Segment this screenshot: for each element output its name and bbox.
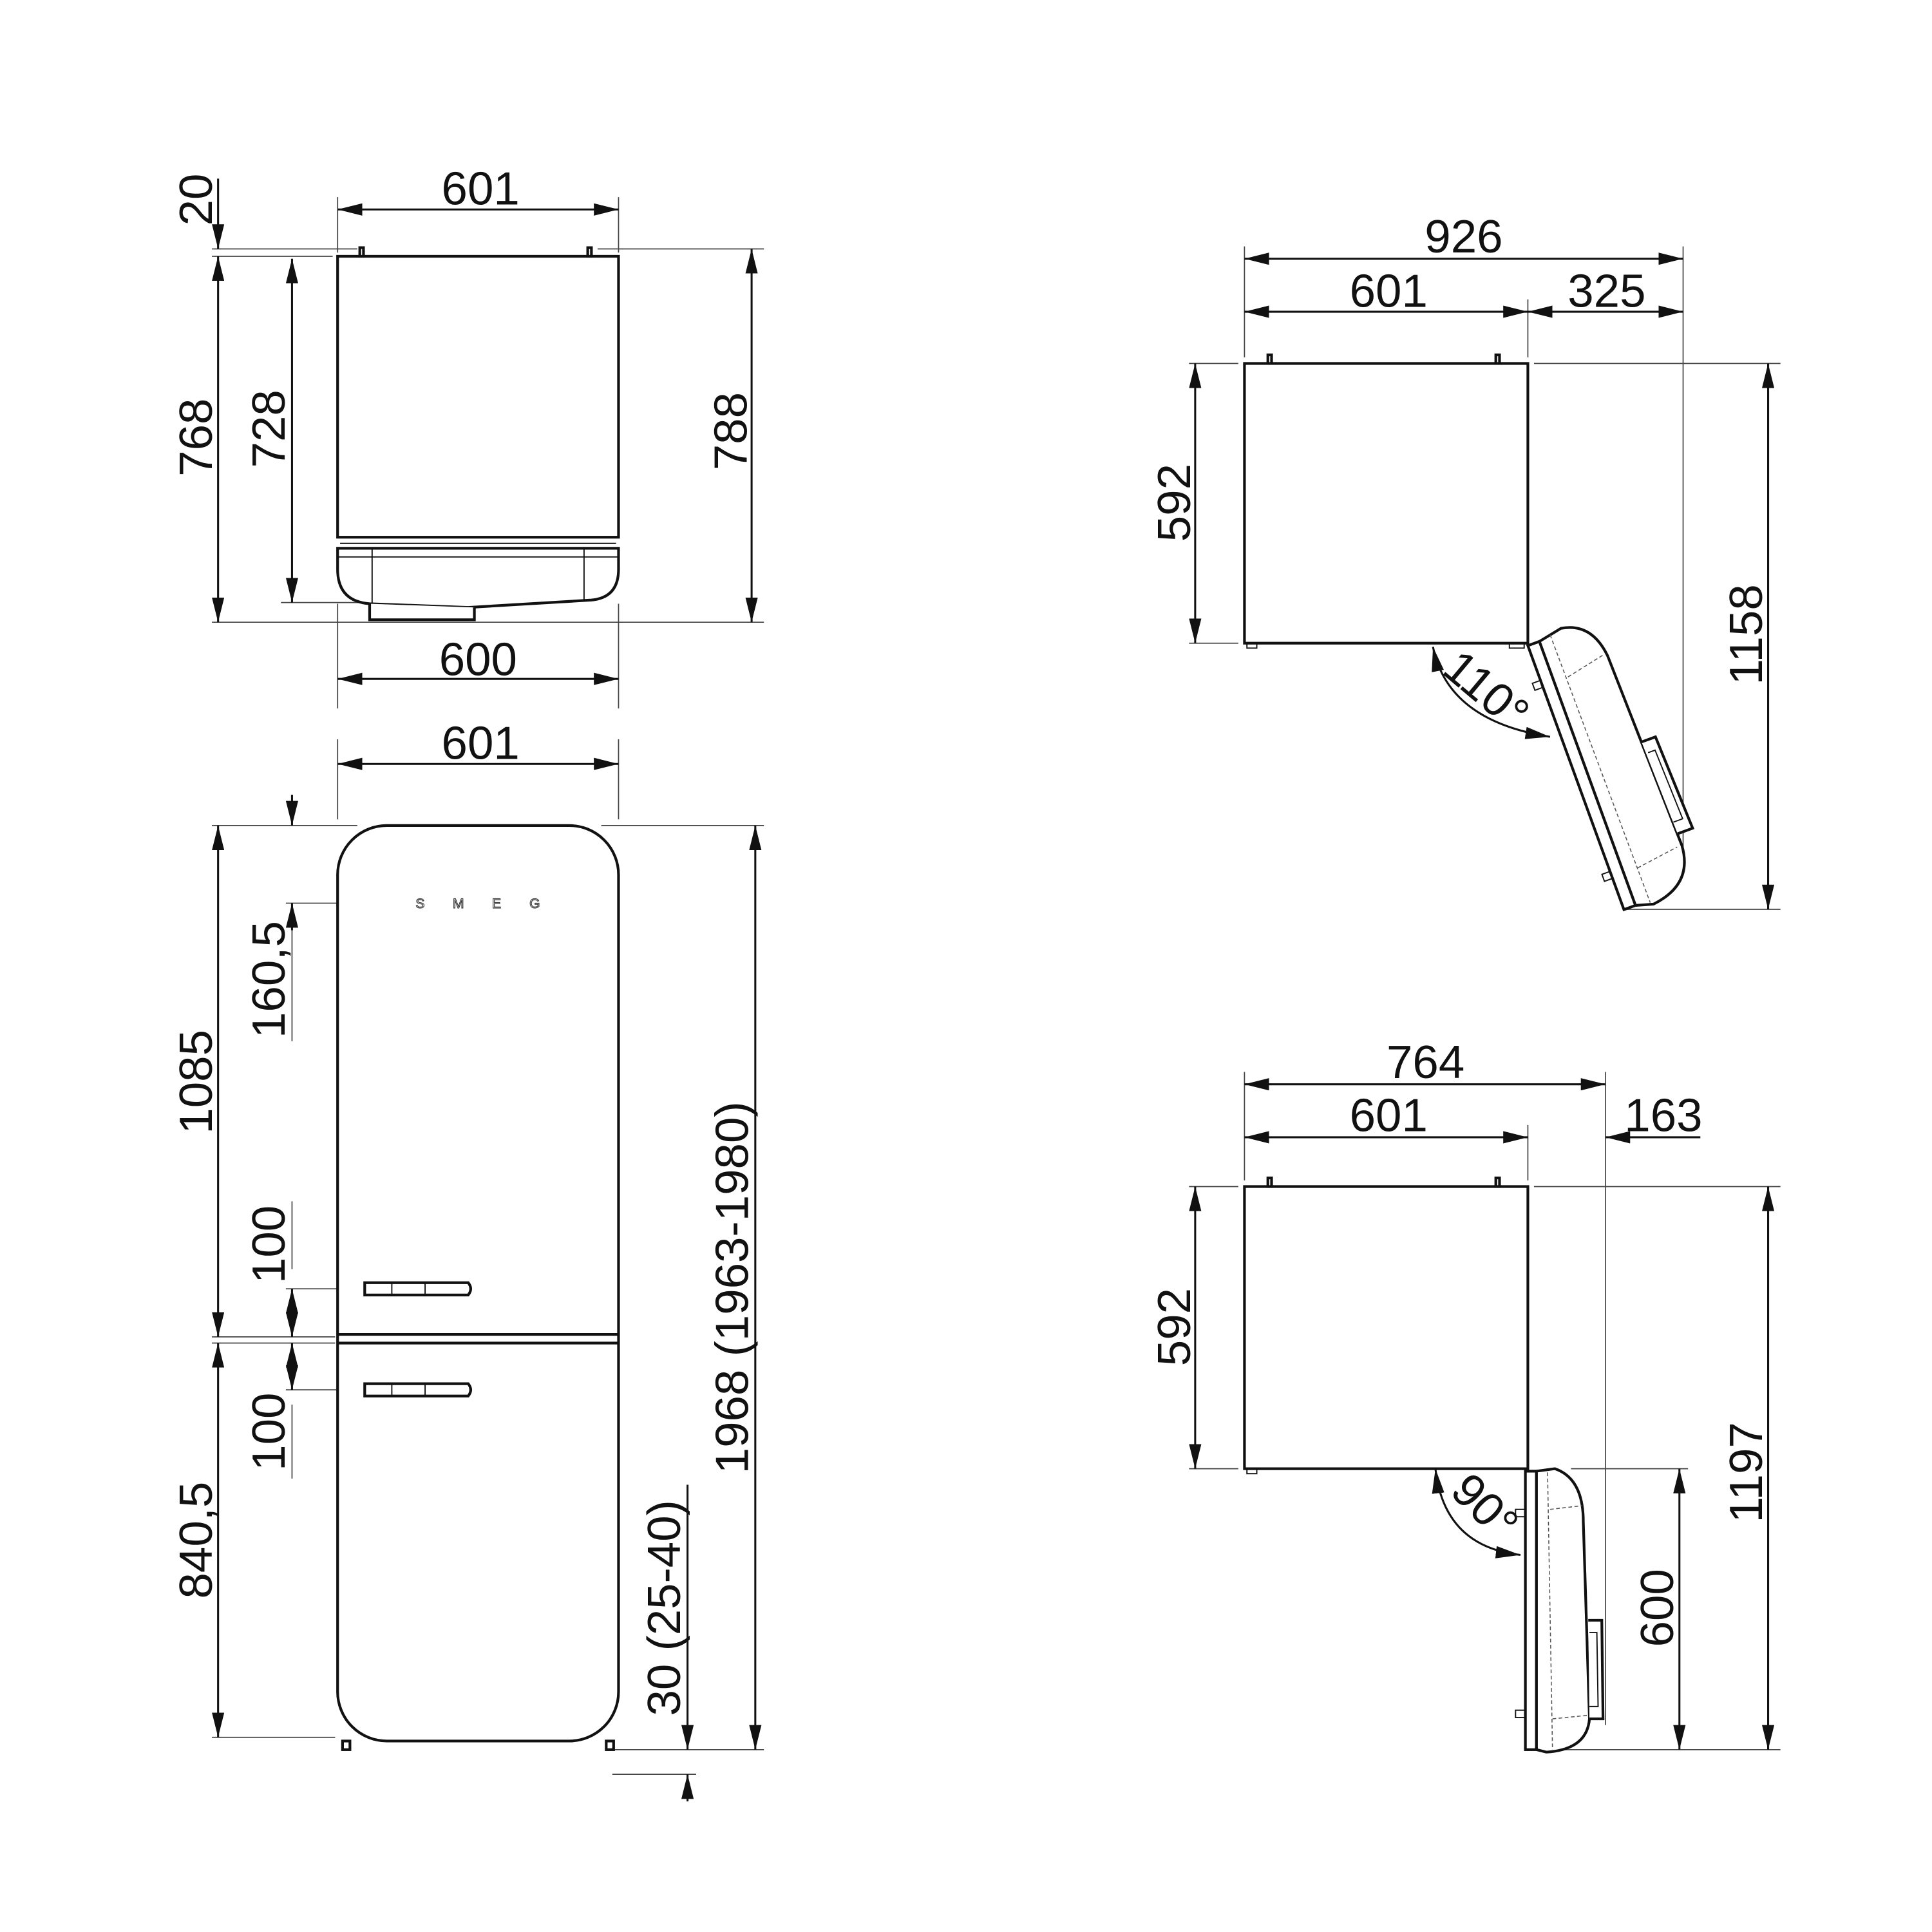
dim-depth-with-hinge: 788: [705, 392, 757, 470]
top-view-body: [336, 246, 620, 621]
dim-hinge-height: 20: [170, 174, 222, 226]
dim-total-height: 1968 (1963-1980): [706, 1101, 758, 1473]
brand-letter-s: S: [415, 896, 424, 911]
dim-logo-offset: 160,5: [243, 921, 295, 1038]
dim-upper-section: 1085: [170, 1030, 222, 1134]
side-view-110: 110° 926 601 325 592 1158: [1148, 211, 1781, 912]
open-door-110: [1526, 626, 1695, 912]
lower-door-handle: [363, 1382, 472, 1397]
dim-overall-depth-90: 1197: [1720, 1422, 1772, 1522]
dim-body-depth-90: 592: [1148, 1288, 1200, 1366]
side-view-90: 90° 764 601 163 592 1197 600: [1148, 1036, 1781, 1754]
dim-front-width: 601: [442, 717, 520, 770]
open-door-90: [1515, 1467, 1605, 1754]
dim-feet-adjustment: 30 (25-40): [638, 1500, 690, 1716]
opening-angle-90: 90°: [1441, 1463, 1528, 1550]
dim-width-bottom: 600: [439, 633, 517, 685]
dim-body-depth-110: 592: [1148, 464, 1200, 542]
top-view: 601 20 768 728 788 600: [170, 163, 764, 709]
dim-body-width-110: 601: [1350, 265, 1428, 317]
dim-upper-handle-offset: 100: [243, 1206, 295, 1283]
dim-lower-handle-offset: 100: [243, 1393, 295, 1471]
dim-body-width-90: 601: [1350, 1089, 1428, 1141]
angle-arc-90: [1432, 1468, 1521, 1558]
dim-overall-depth-110: 1158: [1720, 584, 1772, 685]
side-body-90: [1243, 1176, 1530, 1475]
brand-letter-g: G: [529, 896, 540, 911]
fridge-front-body: S M E G: [336, 824, 620, 1751]
opening-angle-110: 110°: [1434, 640, 1539, 740]
dim-depth-body: 728: [243, 390, 295, 468]
dim-width-top: 601: [442, 163, 520, 215]
brand-letter-e: E: [492, 896, 501, 911]
dim-overall-width-90: 764: [1387, 1036, 1464, 1088]
dim-overall-width-110: 926: [1425, 211, 1502, 263]
dim-door-projection-90: 163: [1624, 1089, 1702, 1141]
upper-door-handle: [363, 1281, 472, 1296]
dim-depth-total: 768: [170, 399, 222, 477]
angle-arc-110: [1432, 647, 1551, 739]
brand-letter-m: M: [453, 896, 464, 911]
side-body-110: [1243, 353, 1530, 649]
dim-lower-section: 840,5: [170, 1482, 222, 1599]
dim-door-projection-110: 325: [1567, 265, 1645, 317]
dim-door-depth-90: 600: [1631, 1569, 1683, 1647]
front-view: S M E G 601 1085 160,5 100 100 840,5 196…: [170, 717, 764, 1802]
